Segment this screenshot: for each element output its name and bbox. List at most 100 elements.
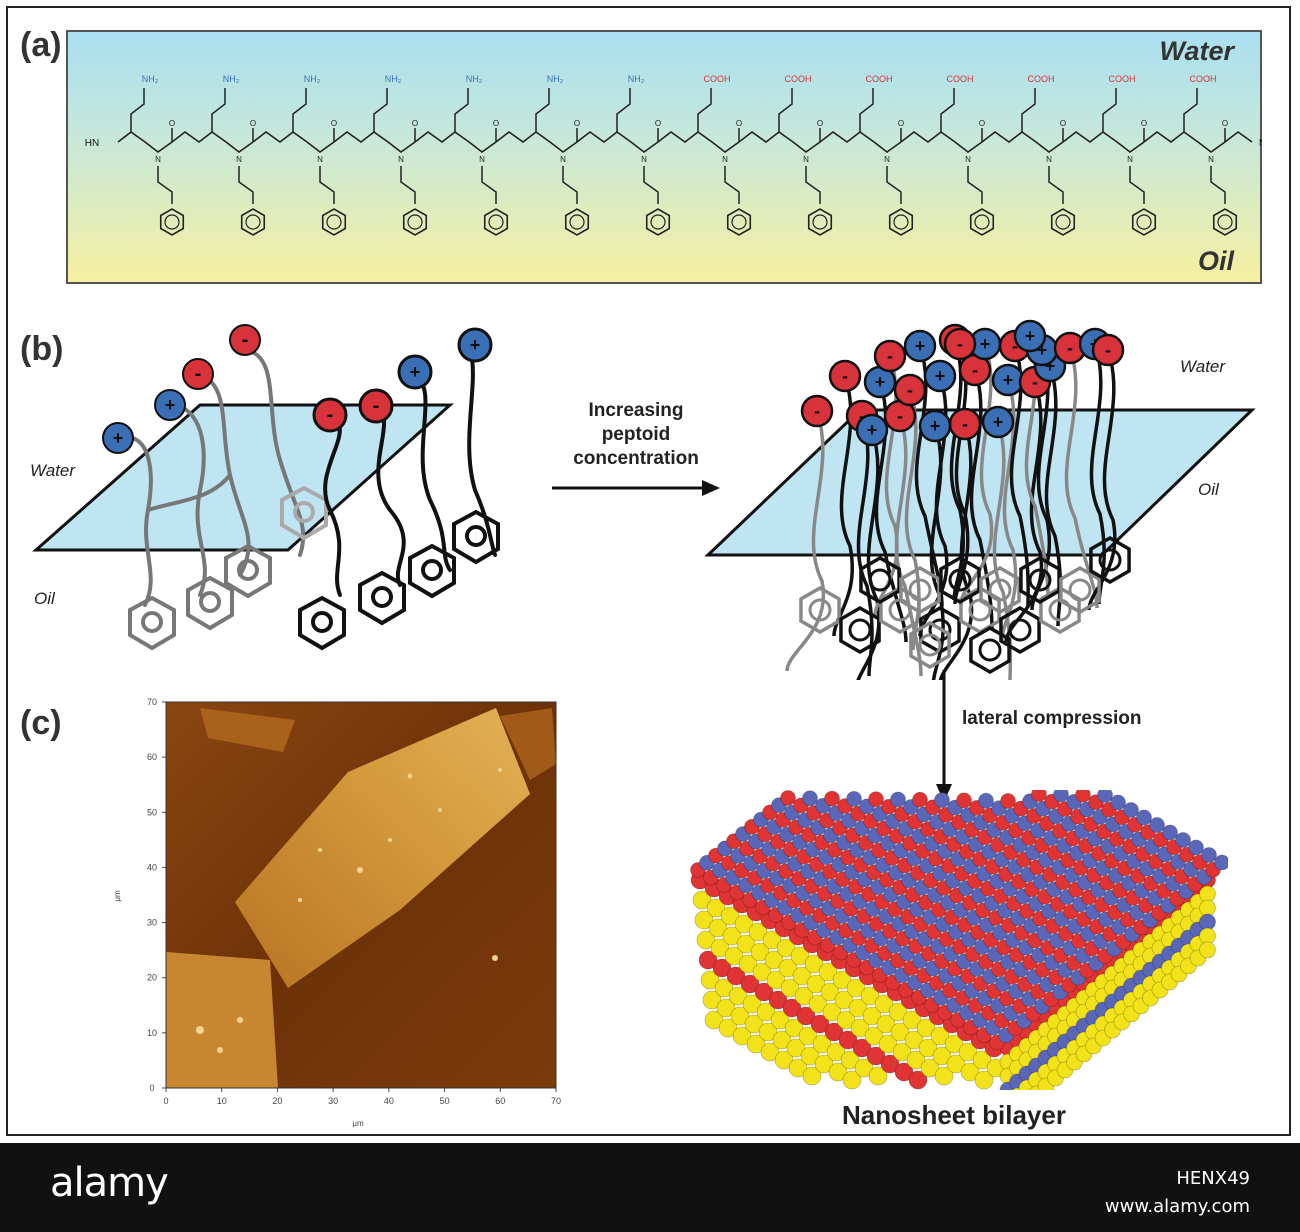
benzene-ring <box>1212 208 1238 236</box>
amine-group: NH₂ <box>142 74 159 84</box>
atom-sphere-side <box>760 1042 780 1062</box>
hn-terminus: HN <box>85 138 99 149</box>
atom-sphere-side <box>834 990 854 1010</box>
anion-bead: - <box>943 327 977 361</box>
afm-y-unit: μm <box>113 890 122 902</box>
bead-charge: + <box>915 336 926 356</box>
bead-charge: + <box>930 416 941 436</box>
amide-nitrogen: N <box>884 155 890 164</box>
aromatic-circle <box>988 578 1012 602</box>
carbonyl-oxygen: O <box>169 119 175 128</box>
atom-sphere-side <box>892 1042 912 1062</box>
benzene-ring <box>979 565 1021 615</box>
atom-sphere-side <box>750 942 770 962</box>
arrow-text-line1: Increasing <box>588 400 683 421</box>
amide-nitrogen: N <box>641 155 647 164</box>
anion-bead: - <box>1091 333 1125 367</box>
carbonyl-oxygen: O <box>331 119 337 128</box>
bead-charge: + <box>1025 326 1036 346</box>
atom-sphere-side <box>828 1062 848 1082</box>
bead-body <box>1013 319 1047 353</box>
aromatic-circle <box>974 214 990 230</box>
benzyl-linker <box>319 166 335 204</box>
atom-sphere-side <box>732 1026 752 1046</box>
atom-sphere-side <box>744 1014 764 1034</box>
aromatic-circle <box>488 214 504 230</box>
black-chains-left <box>323 348 497 597</box>
atom-sphere-side <box>944 1034 964 1054</box>
atom-sphere-side <box>888 1002 908 1022</box>
side-chain-up <box>697 88 712 132</box>
atom-sphere-side <box>792 966 812 986</box>
aromatic-circle <box>808 598 832 622</box>
atom-sphere-side <box>696 930 716 950</box>
cation-bead: + <box>991 363 1025 397</box>
benzene-ring <box>645 208 671 236</box>
bead-charge: - <box>1032 372 1038 392</box>
oil-label-b-left: Oil <box>34 589 56 608</box>
atom-sphere-side <box>712 958 732 978</box>
atom-sphere-side <box>814 1054 834 1074</box>
atom-sphere-top <box>824 790 840 807</box>
benzyl-linker <box>643 166 659 204</box>
carbonyl-oxygen: O <box>1060 119 1066 128</box>
nh2-terminus: NH₂ <box>1259 138 1262 149</box>
dense-rings-right <box>799 535 1131 675</box>
amide-nitrogen: N <box>1046 155 1052 164</box>
atom-sphere-side <box>920 1058 940 1078</box>
amide-nitrogen: N <box>1127 155 1133 164</box>
atom-sphere-side <box>702 990 722 1010</box>
atom-sphere-side <box>838 1030 858 1050</box>
bead-body <box>981 405 1015 439</box>
bead-charge: - <box>1067 338 1073 358</box>
atom-sphere-side <box>842 1070 862 1090</box>
atom-sphere-side <box>794 986 814 1006</box>
atom-sphere-side <box>846 978 866 998</box>
x-tick-label: 60 <box>495 1096 505 1106</box>
amide-nitrogen: N <box>236 155 242 164</box>
atom-sphere-side <box>972 1050 992 1070</box>
bead-body <box>903 329 937 363</box>
water-label-b-right: Water <box>1180 357 1226 376</box>
benzene-ring <box>859 555 901 605</box>
y-tick-label: 10 <box>147 1028 157 1038</box>
aromatic-circle <box>1068 578 1092 602</box>
atom-sphere-side <box>808 994 828 1014</box>
peptoid-chain <box>1030 349 1052 611</box>
atom-sphere-side <box>762 930 782 950</box>
bead-charge: - <box>962 414 968 434</box>
cation-bead: + <box>923 359 957 393</box>
bead-body <box>855 413 889 447</box>
interface-plane-left <box>32 403 454 552</box>
atom-sphere-side <box>918 1038 938 1058</box>
atom-sphere-side <box>860 986 880 1006</box>
side-chain-up <box>1021 88 1036 132</box>
brand-logo: alamy <box>50 1160 169 1206</box>
atom-sphere-top <box>1136 809 1152 826</box>
benzene-ring <box>839 605 881 655</box>
atom-sphere-side <box>974 1070 994 1090</box>
atom-sphere-side <box>736 934 756 954</box>
atom-sphere-side <box>802 1066 822 1086</box>
y-tick-label: 70 <box>147 697 157 707</box>
benzene-ring <box>483 208 509 236</box>
side-chain-up <box>778 88 793 132</box>
anion-bead: - <box>893 373 927 407</box>
atom-sphere-side <box>698 950 718 970</box>
aromatic-circle <box>326 214 342 230</box>
atom-sphere-side <box>822 1002 842 1022</box>
amine-group: NH₂ <box>466 74 483 84</box>
panel-b-label: (b) <box>20 330 64 368</box>
atom-sphere-side <box>742 994 762 1014</box>
atom-sphere-side <box>798 1026 818 1046</box>
atom-sphere-side <box>784 1018 804 1038</box>
benzene-ring <box>726 208 752 236</box>
atom-sphere-side <box>930 1026 950 1046</box>
amine-group: NH₂ <box>547 74 564 84</box>
cation-bead: + <box>102 422 134 454</box>
anion-bead: - <box>873 339 907 373</box>
atom-sphere-side <box>738 954 758 974</box>
anion-bead: - <box>312 397 348 433</box>
atom-sphere-side <box>806 974 826 994</box>
atom-sphere-side <box>706 898 726 918</box>
